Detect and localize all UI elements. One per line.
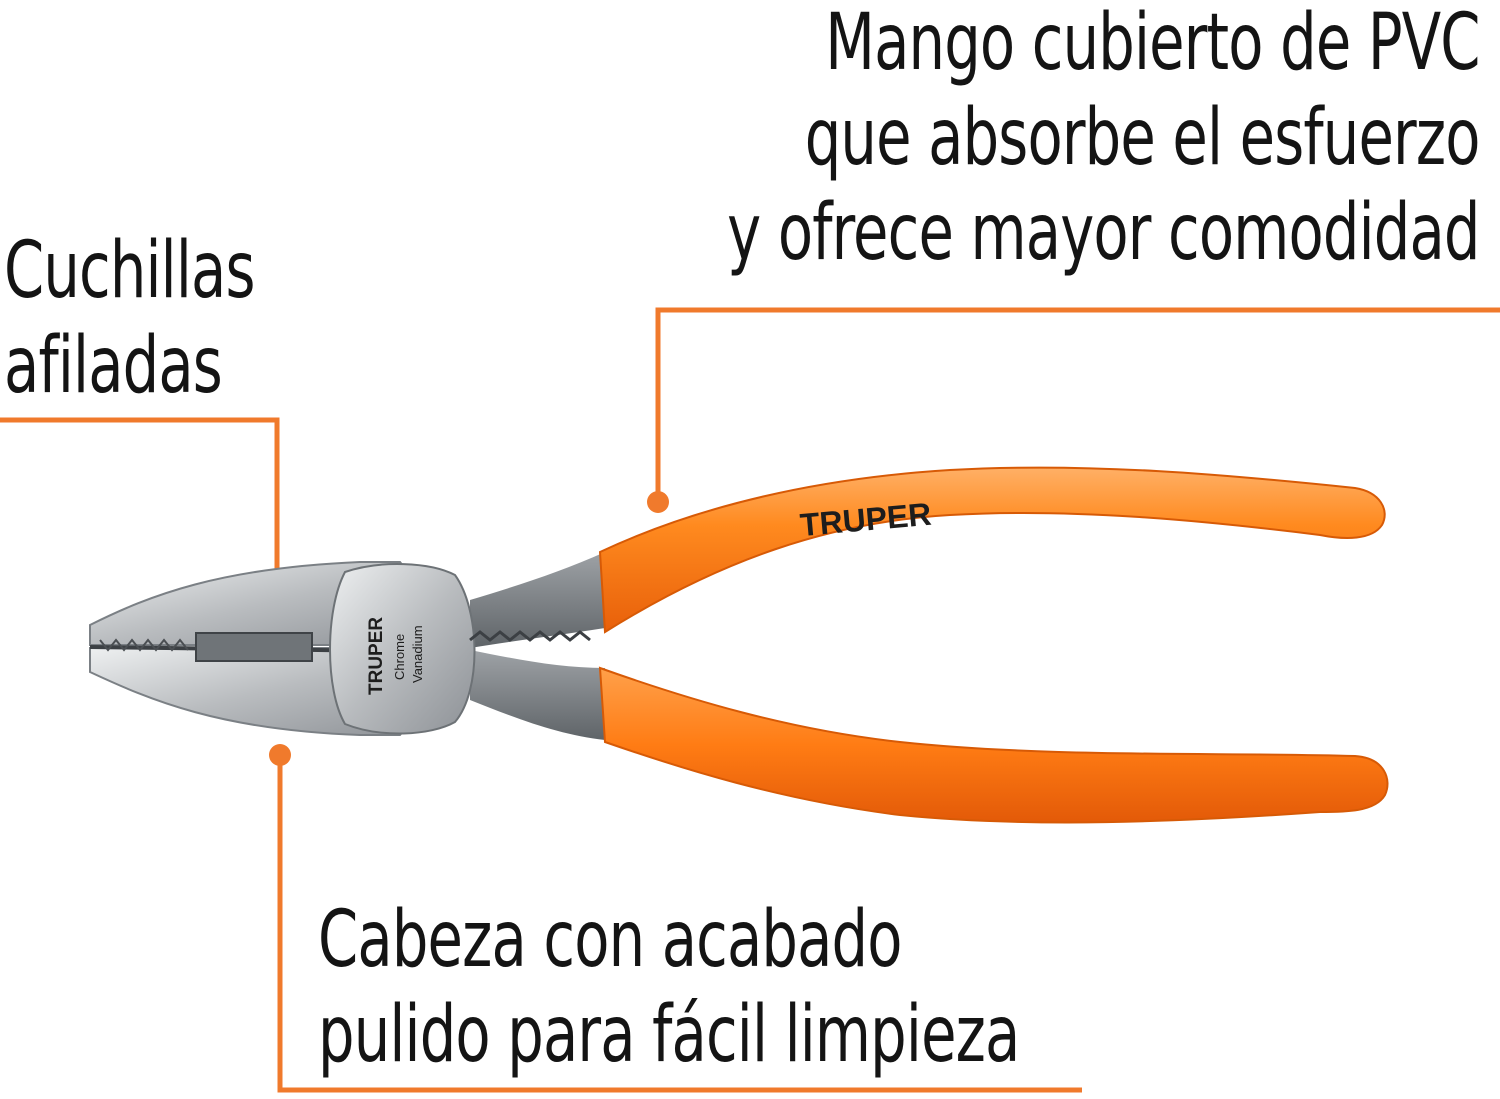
handle-callout-text: Mango cubierto de PVC que absorbe el esf… bbox=[727, 0, 1481, 281]
head-callout-line bbox=[277, 755, 1082, 1093]
head-callout-text: Cabeza con acabado pulido para fácil lim… bbox=[318, 893, 1020, 1083]
blades-callout-line bbox=[0, 417, 280, 610]
blades-callout-text: Cuchillas afiladas bbox=[4, 224, 255, 414]
lower-neck bbox=[470, 650, 605, 740]
handle-callout-line-3: y ofrece mayor comodidad bbox=[727, 188, 1481, 279]
head-callout-line-1: Cabeza con acabado bbox=[318, 895, 902, 985]
handle-callout-line-2: que absorbe el esfuerzo bbox=[805, 93, 1481, 184]
cutting-blade bbox=[195, 632, 313, 662]
blades-callout-line-1: Cuchillas bbox=[4, 226, 255, 316]
head-callout-line-2: pulido para fácil limpieza bbox=[318, 990, 1020, 1081]
gripping-teeth bbox=[99, 638, 189, 652]
blades-callout-line-2: afiladas bbox=[4, 321, 223, 412]
handle-callout-line-1: Mango cubierto de PVC bbox=[825, 0, 1481, 88]
head-callout-dot bbox=[269, 744, 291, 766]
head-brand-text: TRUPER bbox=[366, 617, 387, 695]
material-text-line2: Vanadium bbox=[410, 625, 425, 683]
callout-lines bbox=[0, 307, 1500, 1093]
upper-neck bbox=[470, 552, 605, 648]
pivot-joint bbox=[329, 563, 476, 735]
upper-handle bbox=[598, 466, 1386, 634]
handle-callout-dot bbox=[647, 491, 669, 513]
handle-callout-line bbox=[655, 307, 1500, 502]
pivot-jaw-teeth bbox=[469, 630, 591, 642]
material-text-line1: Chrome bbox=[392, 634, 407, 680]
lower-handle bbox=[598, 666, 1389, 824]
